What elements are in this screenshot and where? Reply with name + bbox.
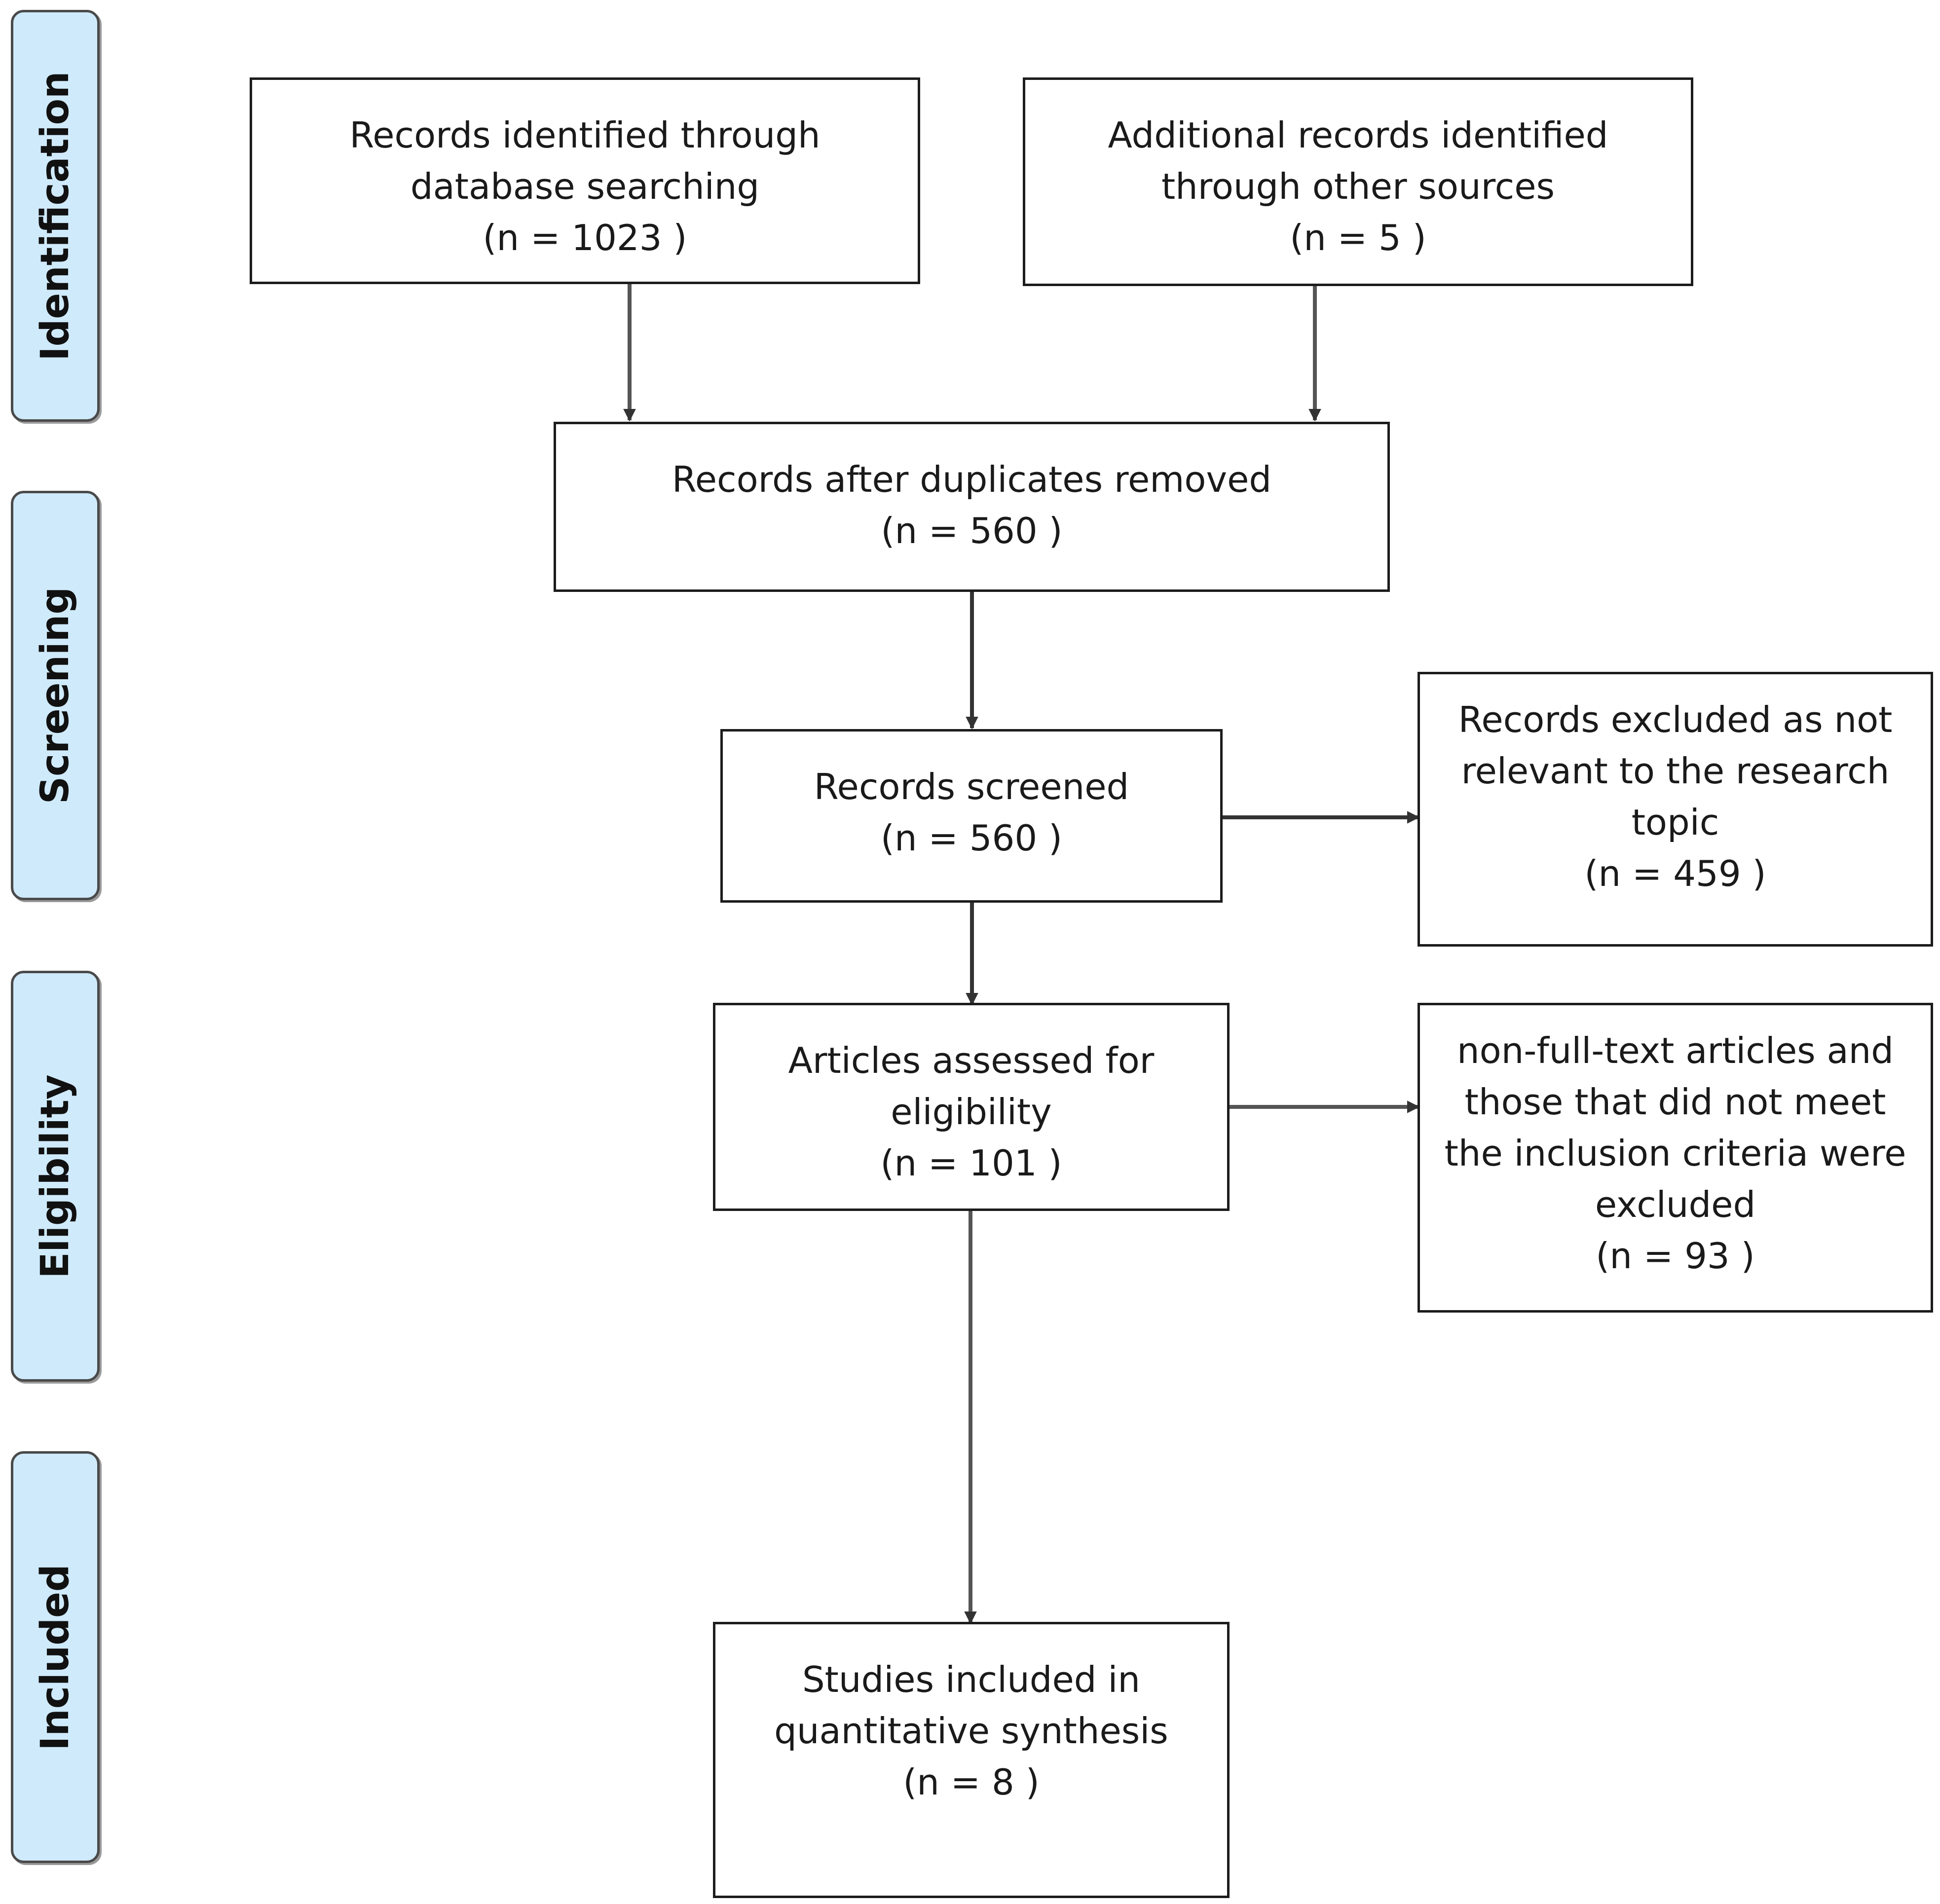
box-line: those that did not meet: [1464, 1081, 1886, 1123]
stage-identification: Identification: [11, 10, 100, 422]
box-count: (n = 560 ): [880, 817, 1063, 859]
stage-label: Eligibility: [33, 1074, 77, 1279]
box-count: (n = 1023 ): [483, 217, 687, 258]
box-count: (n = 560 ): [881, 510, 1063, 551]
box-count: (n = 8 ): [903, 1761, 1040, 1803]
box-database-records: Records identified through database sear…: [250, 77, 920, 284]
box-line: Records identified through: [349, 114, 821, 156]
box-line: Records after duplicates removed: [672, 459, 1272, 500]
stage-eligibility: Eligibility: [11, 971, 100, 1382]
box-line: through other sources: [1161, 166, 1555, 207]
box-excluded-not-relevant: Records excluded as not relevant to the …: [1418, 672, 1933, 947]
stage-label: Identification: [33, 71, 77, 361]
box-line: the inclusion criteria were: [1444, 1133, 1906, 1174]
box-duplicates-removed: Records after duplicates removed (n = 56…: [554, 422, 1390, 592]
box-line: excluded: [1595, 1184, 1756, 1225]
stage-included: Included: [11, 1451, 100, 1863]
box-line: Records screened: [814, 766, 1129, 807]
box-other-sources: Additional records identified through ot…: [1023, 77, 1693, 286]
box-line: Records excluded as not: [1458, 699, 1893, 740]
box-count: (n = 5 ): [1290, 217, 1426, 258]
box-articles-assessed: Articles assessed for eligibility (n = 1…: [713, 1003, 1230, 1211]
box-line: Articles assessed for: [788, 1040, 1155, 1081]
box-line: relevant to the research: [1461, 750, 1890, 792]
stage-label: Screening: [33, 586, 77, 805]
box-excluded-full-text: non-full-text articles and those that di…: [1418, 1003, 1933, 1313]
box-line: Studies included in: [802, 1659, 1141, 1700]
stage-label: Included: [33, 1564, 77, 1751]
box-line: Additional records identified: [1108, 114, 1608, 156]
box-count: (n = 459 ): [1584, 853, 1766, 894]
box-records-screened: Records screened (n = 560 ): [720, 729, 1223, 903]
stage-screening: Screening: [11, 491, 100, 900]
box-line: non-full-text articles and: [1457, 1030, 1894, 1071]
box-studies-included: Studies included in quantitative synthes…: [713, 1622, 1230, 1898]
box-count: (n = 93 ): [1596, 1235, 1755, 1277]
box-line: database searching: [410, 166, 760, 207]
box-line: quantitative synthesis: [774, 1710, 1168, 1752]
box-line: topic: [1631, 802, 1719, 843]
box-count: (n = 101 ): [880, 1142, 1062, 1184]
box-line: eligibility: [891, 1091, 1052, 1133]
